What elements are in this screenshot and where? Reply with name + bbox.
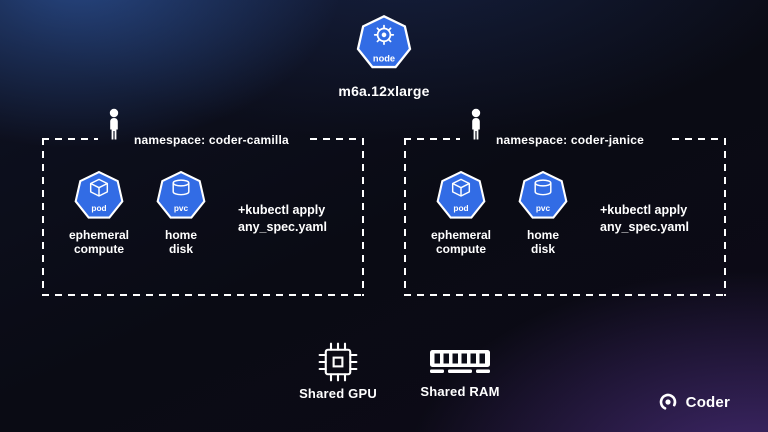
pvc-caption: home disk <box>526 228 559 257</box>
box-border <box>404 138 406 296</box>
shared-ram-label: Shared RAM <box>420 384 500 399</box>
pvc-resource: pvc home disk <box>506 170 580 256</box>
brand-name: Coder <box>685 393 730 411</box>
pvc-icon: pvc <box>156 170 206 219</box>
coder-logo-icon <box>659 393 676 411</box>
box-border <box>362 138 364 296</box>
box-border <box>404 138 460 140</box>
kubectl-note: +kubectl apply any_spec.yaml <box>238 203 327 234</box>
namespace-title: namespace: coder-janice <box>496 133 644 147</box>
node-block: node m6a.12xlarge <box>0 14 768 99</box>
box-border <box>724 138 726 296</box>
pvc-icon: pvc <box>518 170 568 219</box>
shared-ram-block: Shared RAM <box>410 346 510 399</box>
node-icon: node <box>356 15 412 69</box>
shared-gpu-block: Shared GPU <box>294 341 382 401</box>
namespace-header: namespace: coder-camilla <box>104 108 289 147</box>
box-border <box>310 138 364 140</box>
namespace-header: namespace: coder-janice <box>466 108 644 147</box>
box-border <box>404 294 726 296</box>
pod-icon-label: pod <box>453 203 468 213</box>
pod-icon: pod <box>74 170 124 219</box>
namespace-box-camilla: namespace: coder-camilla pod ephemeral c… <box>42 108 364 296</box>
person-icon <box>471 108 481 140</box>
pvc-caption: home disk <box>164 228 197 257</box>
gpu-chip-icon <box>318 342 358 382</box>
box-border <box>42 294 364 296</box>
pod-caption: ephemeral compute <box>68 228 130 257</box>
pod-icon-label: pod <box>91 203 106 213</box>
box-border <box>42 138 44 296</box>
pvc-icon-label: pvc <box>174 203 189 213</box>
shared-gpu-label: Shared GPU <box>299 386 377 401</box>
pod-resource: pod ephemeral compute <box>62 170 136 256</box>
pod-resource: pod ephemeral compute <box>424 170 498 256</box>
box-border <box>42 138 98 140</box>
pvc-resource: pvc home disk <box>144 170 218 256</box>
pvc-icon-label: pvc <box>536 203 551 213</box>
node-icon-label: node <box>373 54 395 64</box>
kubectl-note: +kubectl apply any_spec.yaml <box>600 203 689 234</box>
coder-brand: Coder <box>658 392 730 412</box>
cube-icon <box>89 178 109 197</box>
box-border <box>672 138 726 140</box>
namespace-title: namespace: coder-camilla <box>134 133 289 147</box>
helm-wheel-icon <box>373 24 395 46</box>
namespace-box-janice: namespace: coder-janice pod ephemeral co… <box>404 108 726 296</box>
ram-stick-icon <box>430 350 490 373</box>
pod-caption: ephemeral compute <box>430 228 492 257</box>
disk-icon <box>172 179 190 196</box>
pod-icon: pod <box>436 170 486 219</box>
disk-icon <box>534 179 552 196</box>
person-icon <box>109 108 119 140</box>
node-instance-type: m6a.12xlarge <box>338 83 430 99</box>
cube-icon <box>451 178 471 197</box>
